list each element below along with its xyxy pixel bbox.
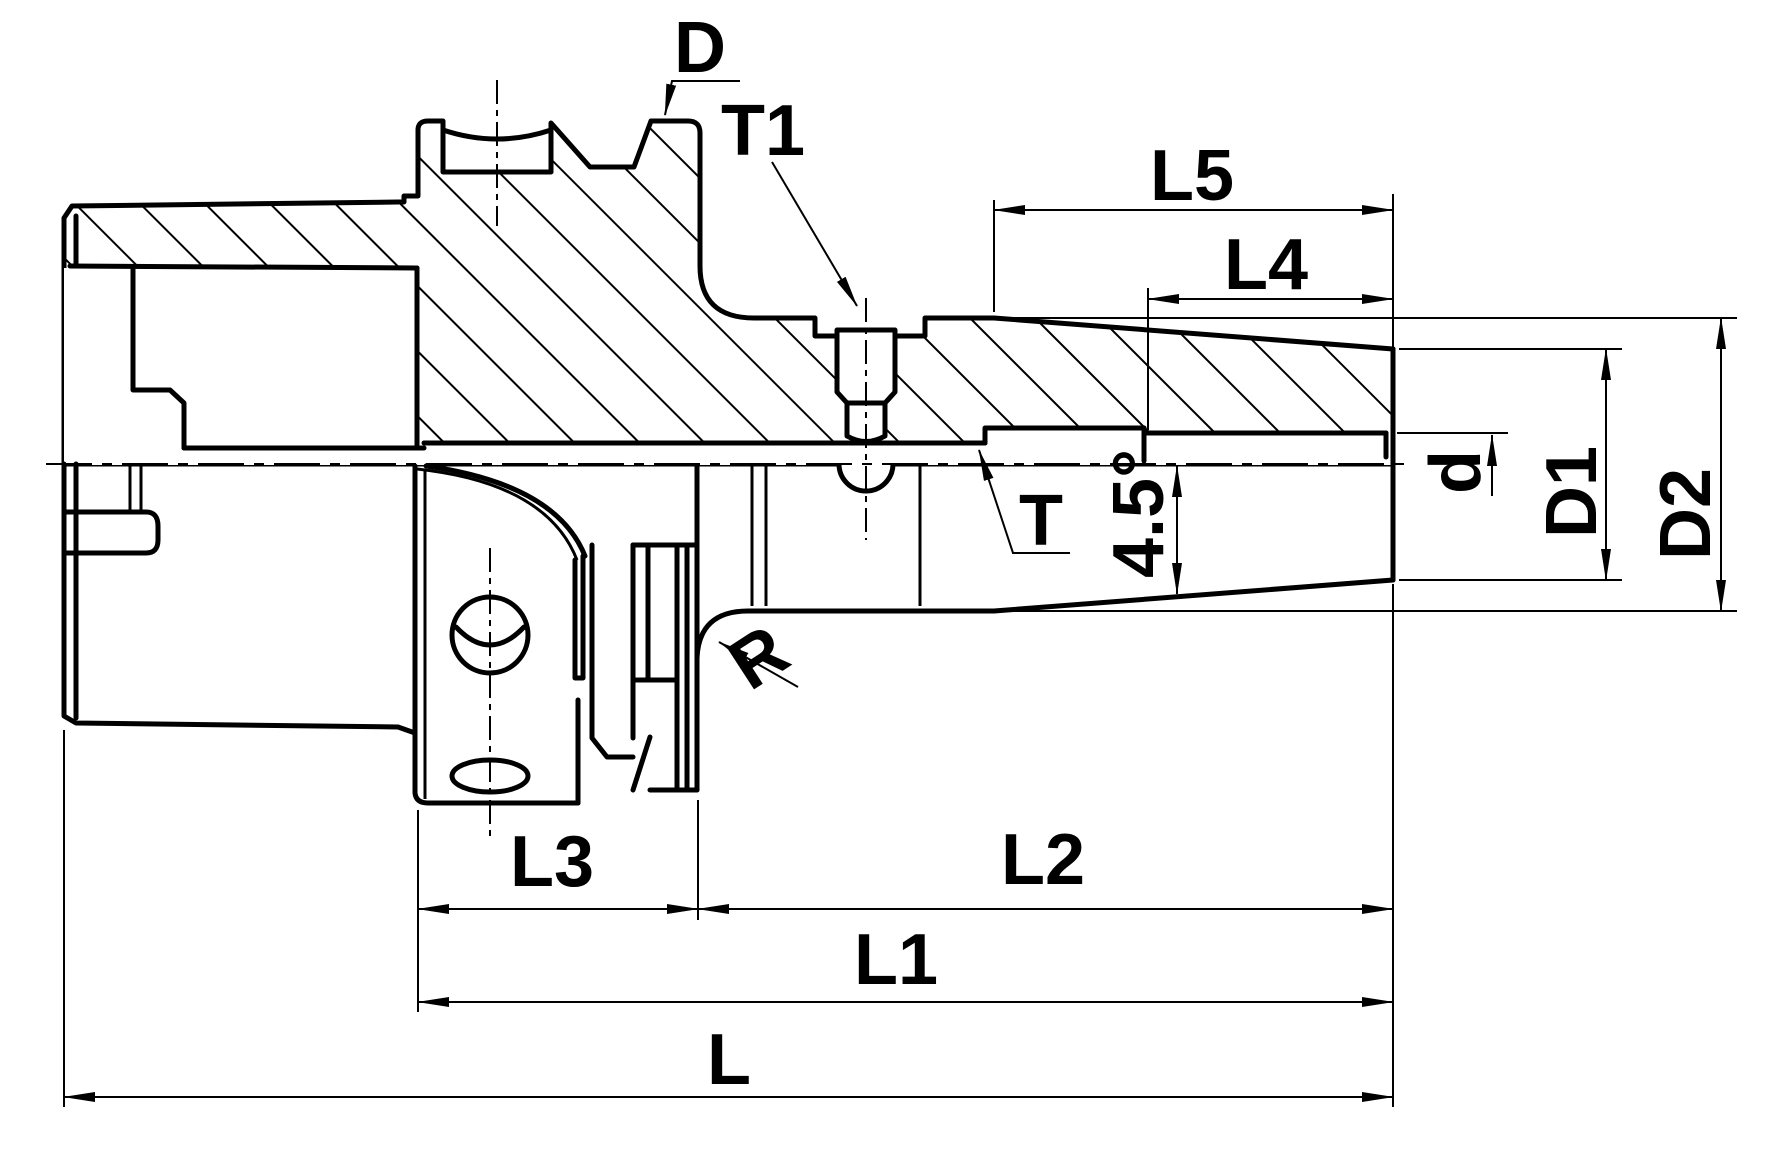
hsk-groove-edge [130,265,187,451]
leader-T1 [771,161,858,307]
section-top-half [61,118,1396,467]
groove-fillet-outer [423,463,588,559]
shank-drive-slot [61,509,161,556]
groove-slot-walls [589,542,636,760]
dim-label-L4: L4 [1224,225,1308,305]
bore-step-face [982,425,1147,446]
set-screw-tip [844,400,888,444]
dim-label-D2: D2 [1646,468,1726,560]
dim-label-L: L [707,1020,751,1100]
dim-label-L5: L5 [1150,136,1234,216]
dim-label-D1: D1 [1532,446,1612,538]
dim-label-taper-angle: 4.5° [1099,449,1179,578]
drive-slot-edge [128,464,143,512]
dim-label-L3: L3 [510,822,594,902]
dim-label-L2: L2 [1001,820,1085,900]
dim-label-L1: L1 [854,920,938,1000]
leader-D [664,80,740,116]
centerlines [46,80,1414,842]
dim-label-d: d [1416,450,1496,494]
leader-R [718,641,799,688]
groove-fillet-inner [416,467,579,561]
internal-bore-cavity [64,268,1393,465]
dim-label-T: T [1019,481,1063,561]
shank-rear-face [61,461,401,730]
dim-label-T1: T1 [721,91,805,171]
dimension-lines [63,80,1726,1102]
nose-taper-bottom [991,577,1396,614]
groove-wall-lines [572,553,586,681]
leader-T [978,449,1070,554]
body-fillet-R [694,608,751,661]
flange-step [395,724,418,736]
groove-right-block [630,542,700,793]
dim-label-D: D [674,8,726,88]
hsk-taper-bore-wall [67,263,420,271]
collar-ring-edges [750,466,922,606]
dim-label-R: R [715,610,802,705]
